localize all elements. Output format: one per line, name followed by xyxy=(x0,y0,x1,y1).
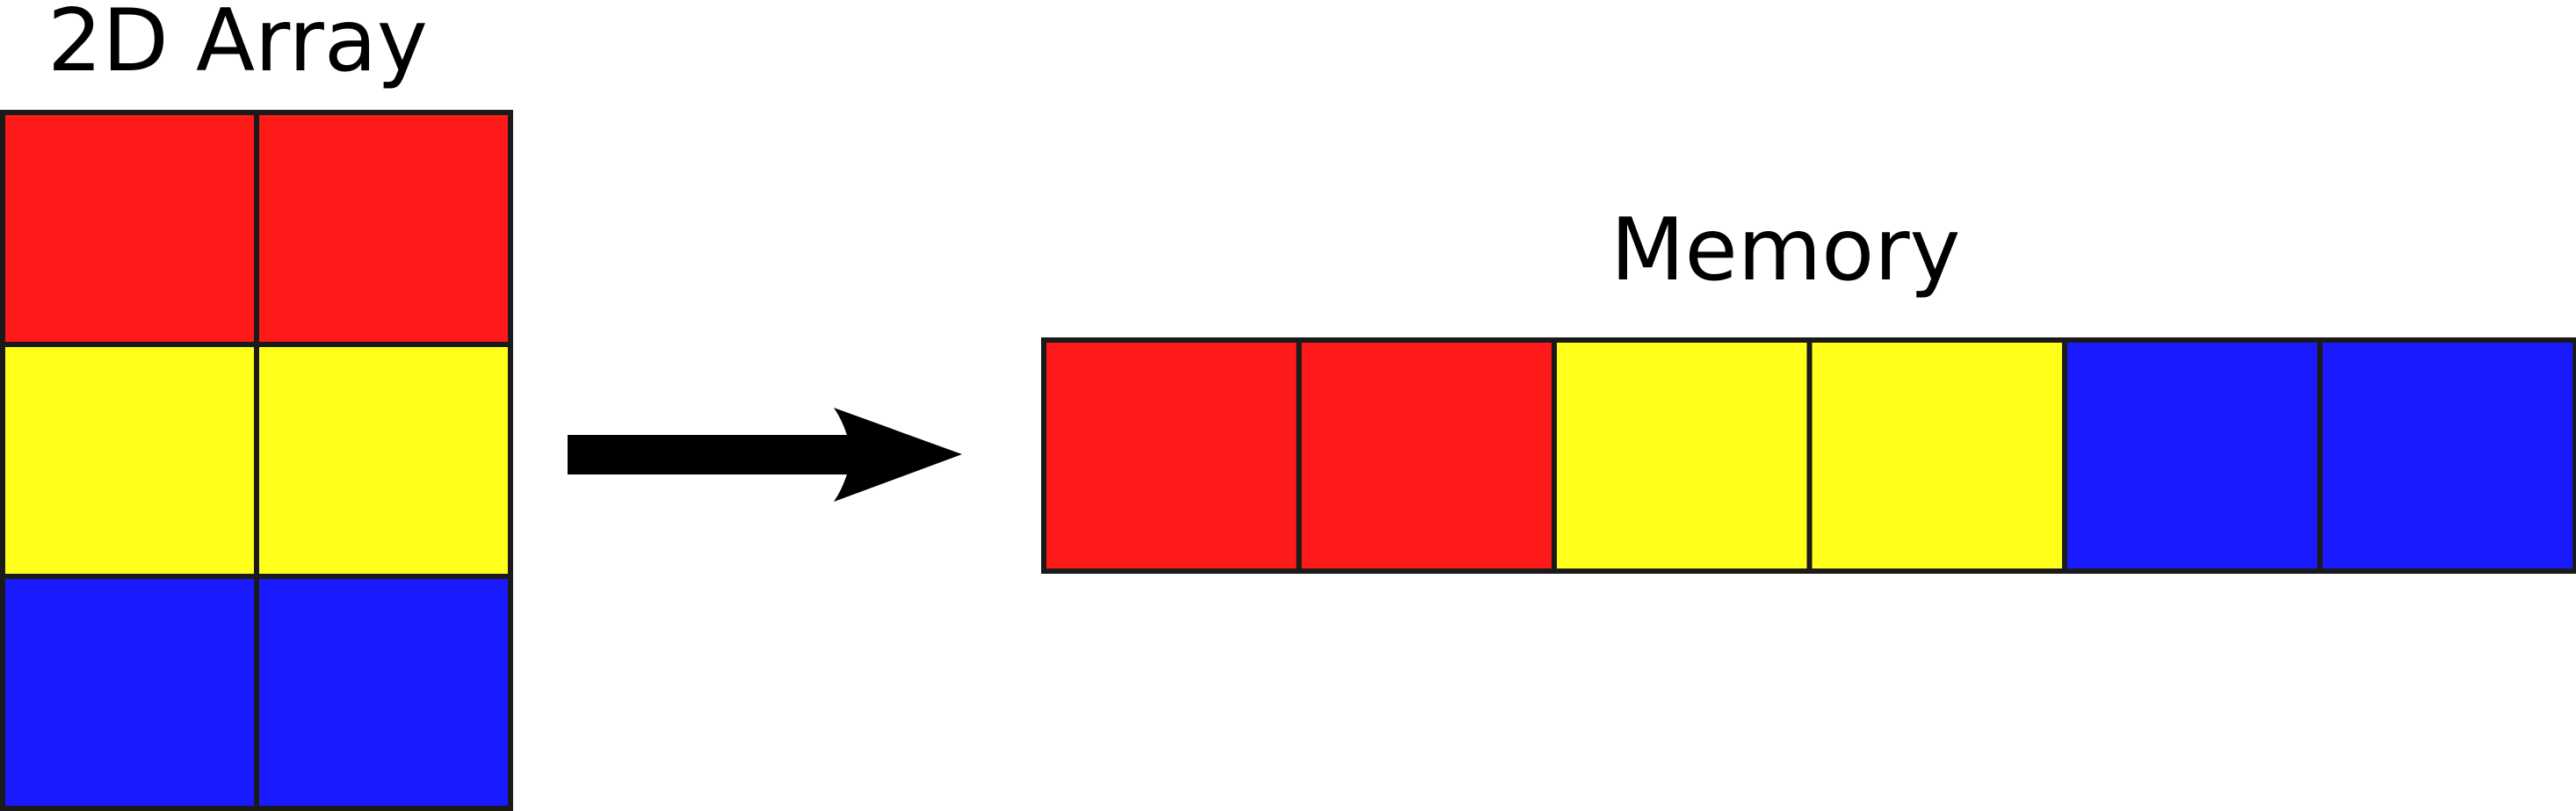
array-cell-r1-c2 xyxy=(254,110,513,347)
arrow-shape xyxy=(568,408,962,502)
array-title: 2D Array xyxy=(47,0,428,91)
array-cell-r2-c1 xyxy=(0,342,259,579)
array-cell-r3-c1 xyxy=(0,574,259,811)
memory-cell-4 xyxy=(1806,337,2067,574)
memory-cell-6 xyxy=(2317,337,2576,574)
memory-cell-1 xyxy=(1041,337,1302,574)
array-grid xyxy=(0,110,513,811)
memory-cell-3 xyxy=(1552,337,1813,574)
array-cell-r3-c2 xyxy=(254,574,513,811)
arrow-icon xyxy=(568,408,962,502)
memory-title: Memory xyxy=(1610,200,1961,301)
memory-strip xyxy=(1041,337,2576,574)
memory-cell-2 xyxy=(1296,337,1557,574)
memory-cell-5 xyxy=(2062,337,2323,574)
array-cell-r1-c1 xyxy=(0,110,259,347)
array-cell-r2-c2 xyxy=(254,342,513,579)
